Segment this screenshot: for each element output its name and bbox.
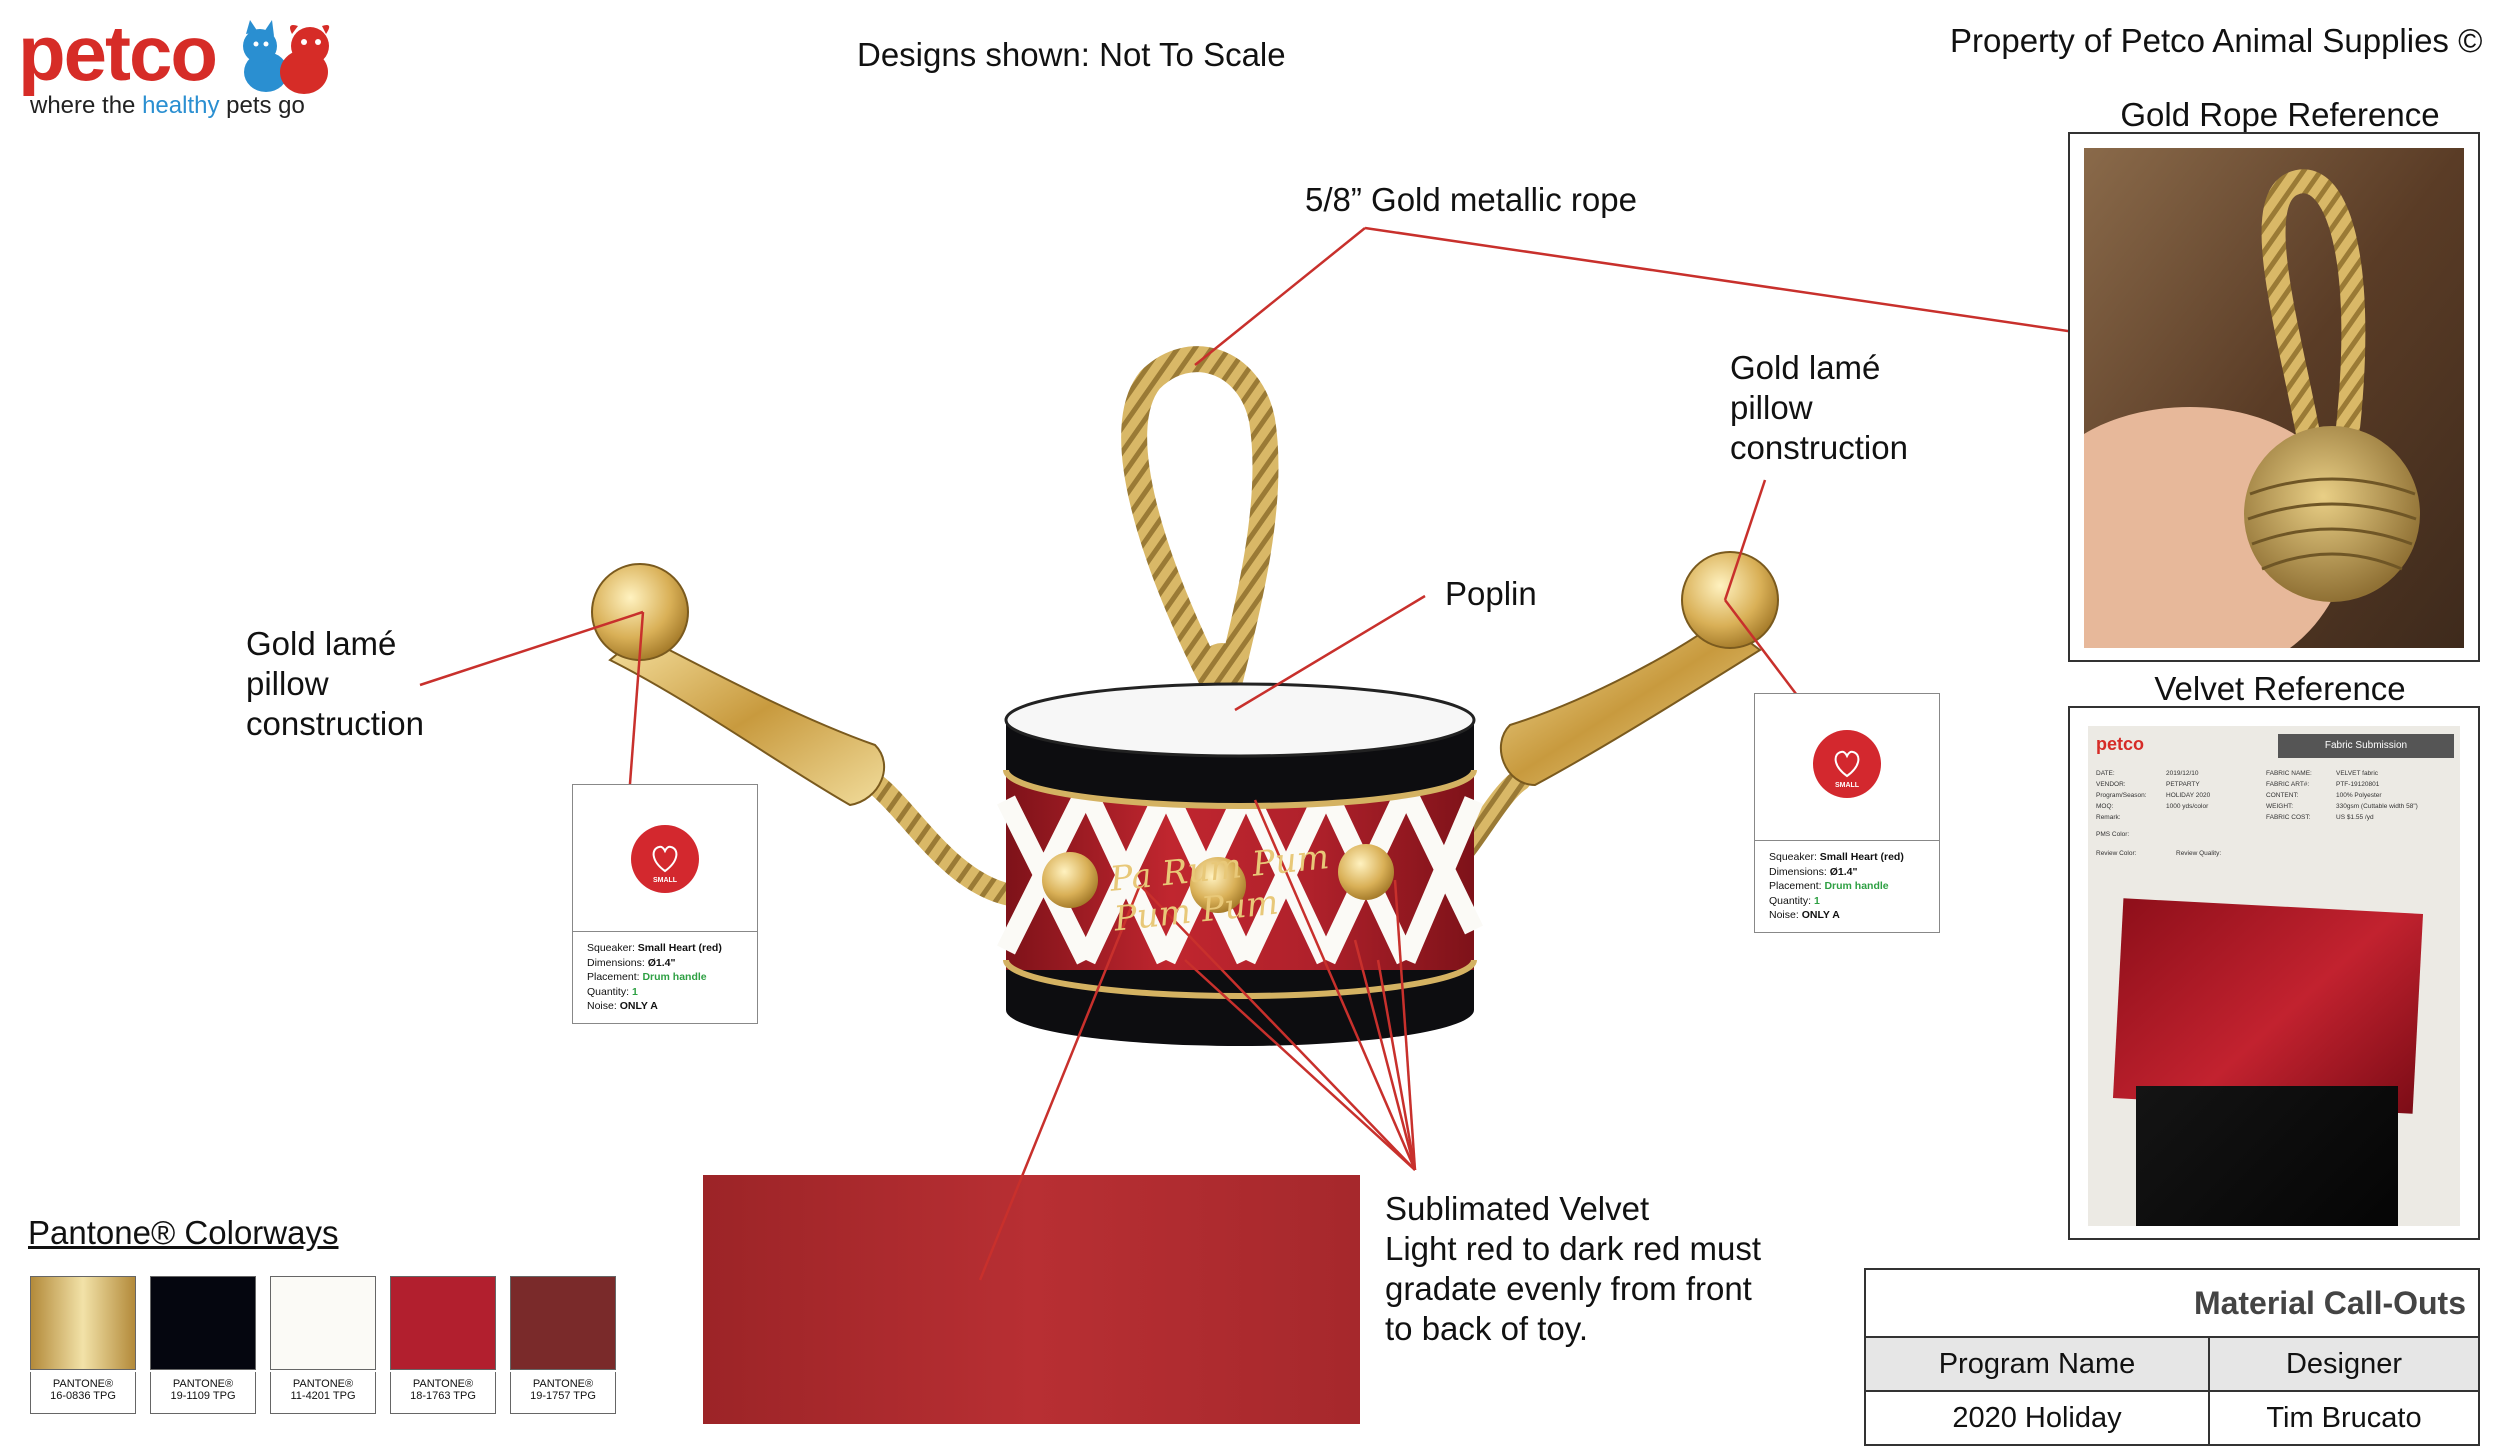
drum-top-poplin [1004, 682, 1476, 758]
squeaker-card-right: SMALL Squeaker: Small Heart (red) Dimens… [1754, 693, 1940, 933]
petco-tagline: where the healthy pets go [30, 92, 305, 119]
gold-rope-photo-image [2084, 148, 2464, 648]
velvet-reference-title: Velvet Reference [2154, 670, 2406, 707]
squeaker-spec-list: Squeaker: Small Heart (red) Dimensions: … [1769, 851, 1904, 921]
left-drumstick [608, 633, 886, 807]
rope-reference-photo [2068, 132, 2480, 662]
velvet-gradient-swatch [703, 1175, 1360, 1424]
callout-leader-lines [419, 226, 2096, 1281]
program-name-header: Program Name [1864, 1336, 2210, 1392]
red-velvet-sample [2112, 898, 2424, 1114]
heart-icon [652, 845, 678, 873]
rope-reference-title: Gold Rope Reference [2120, 96, 2440, 133]
black-velvet-sample [2136, 1086, 2398, 1226]
petco-pets-logo-icon [243, 20, 330, 94]
program-name-value: 2020 Holiday [1864, 1390, 2210, 1446]
squeaker-heart-badge: SMALL [631, 825, 699, 893]
designer-value: Tim Brucato [2208, 1390, 2480, 1446]
left-stick-rope [849, 764, 1021, 906]
squeaker-card-left: SMALL Squeaker: Small Heart (red) Dimens… [572, 784, 758, 1024]
material-callouts-title: Material Call-Outs [1864, 1268, 2480, 1338]
squeaker-heart-badge: SMALL [1813, 730, 1881, 798]
squeaker-spec-list: Squeaker: Small Heart (red) Dimensions: … [587, 942, 722, 1012]
pantone-title: Pantone® Colorways [28, 1214, 339, 1251]
material-callouts-table: Material Call-Outs Program Name Designer… [1864, 1268, 2480, 1446]
right-drumstick-head [1681, 551, 1779, 649]
gold-rope-loop [1121, 346, 1279, 713]
scale-note: Designs shown: Not To Scale [857, 36, 1286, 73]
poplin-callout: Poplin [1445, 575, 1537, 612]
heart-icon [1834, 750, 1860, 778]
right-drumstick [1500, 618, 1762, 787]
property-notice: Property of Petco Animal Supplies © [1950, 22, 2483, 59]
designer-header: Designer [2208, 1336, 2480, 1392]
pantone-swatch-row: PANTONE®16-0836 TPG PANTONE®19-1109 TPG … [30, 1276, 620, 1416]
rope-callout: 5/8” Gold metallic rope [1305, 181, 1637, 218]
petco-logo-wordmark: petco [18, 9, 218, 97]
